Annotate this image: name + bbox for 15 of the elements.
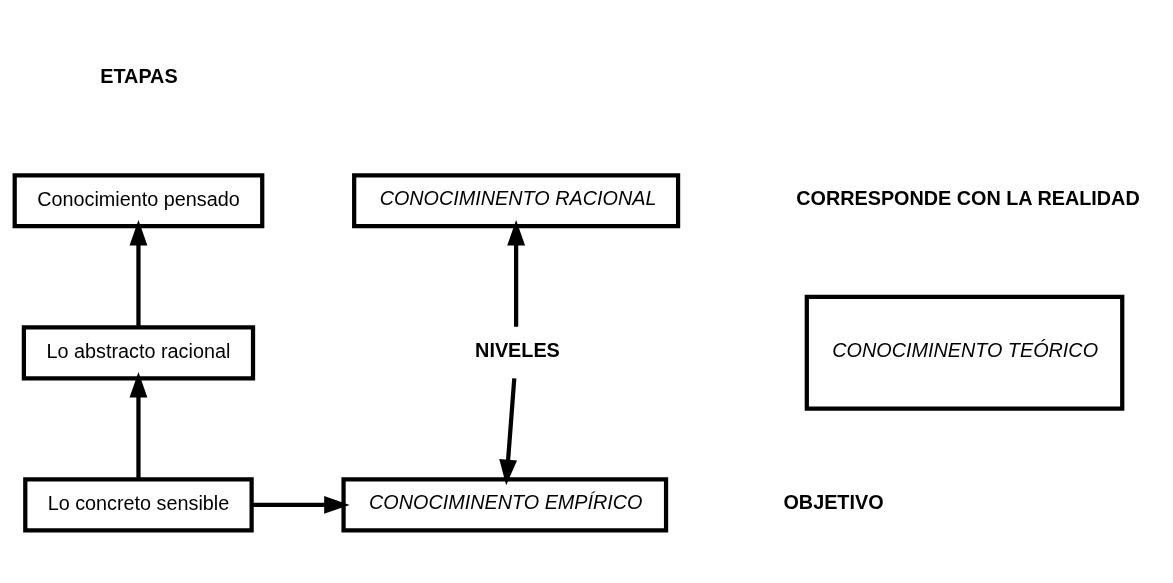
node-box: Conocimiento pensado	[12, 172, 265, 228]
label: ETAPAS	[100, 64, 178, 87]
node-box: Lo concreto sensible	[23, 476, 254, 532]
node-box: CONOCIMINENTO EMPÍRICO	[341, 476, 669, 532]
arrow	[499, 377, 518, 485]
node-box: Lo abstracto racional	[21, 324, 256, 380]
node-box: CONOCIMINENTO TEÓRICO	[804, 294, 1125, 411]
label: OBJETIVO	[783, 490, 884, 513]
arrow	[129, 371, 148, 479]
arrow	[251, 495, 350, 514]
node-box: CONOCIMINENTO RACIONAL	[352, 172, 681, 228]
arrow	[507, 219, 526, 327]
node-text: NIVELES	[475, 338, 560, 361]
label: CORRESPONDE CON LA REALIDAD	[796, 186, 1140, 209]
arrow	[129, 219, 148, 327]
